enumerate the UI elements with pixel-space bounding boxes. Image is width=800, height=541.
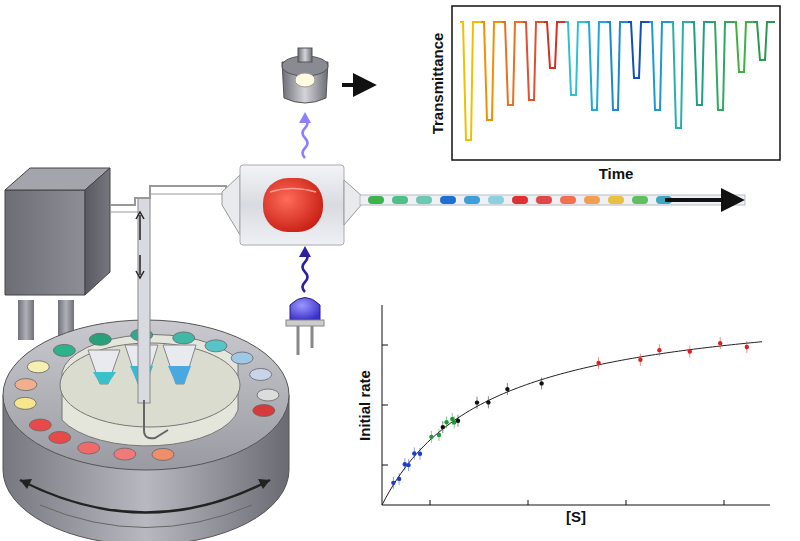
rate-plot-axes [382, 305, 770, 505]
axis-title-y: Initial rate [356, 370, 371, 441]
sample-vial [14, 397, 36, 409]
transmittance-trace [565, 22, 586, 95]
data-point [638, 358, 642, 362]
droplet [488, 196, 504, 204]
data-point [657, 348, 661, 352]
fit-curve [382, 342, 762, 505]
transmittance-trace [670, 22, 691, 128]
data-point [475, 400, 479, 404]
data-point [429, 435, 433, 439]
sampling-probe [110, 186, 232, 438]
sample-vial [231, 352, 253, 364]
transmittance-trace [733, 22, 754, 72]
data-point [406, 463, 410, 467]
sample-vial [53, 344, 75, 356]
data-point [486, 400, 490, 404]
sample-vial [78, 442, 100, 454]
sample-vial [253, 405, 275, 417]
transmittance-trace [523, 22, 544, 100]
data-point [437, 433, 441, 437]
transmittance-trace [586, 22, 607, 110]
droplet [608, 196, 624, 204]
sample-vial [15, 379, 37, 391]
transmittance-trace [544, 22, 565, 68]
data-point [539, 381, 543, 385]
droplet [416, 196, 432, 204]
transmittance-trace [607, 22, 628, 110]
transmittance-trace [691, 22, 712, 105]
data-point [444, 420, 448, 424]
sample-vial [114, 448, 136, 460]
droplet [560, 196, 576, 204]
axis-title-x: [S] [566, 509, 586, 524]
data-point [397, 477, 401, 481]
data-point [418, 452, 422, 456]
axis-title-x: Time [599, 166, 634, 181]
transmittance-trace [649, 22, 670, 110]
transmittance-trace [460, 22, 481, 140]
sample-vial [49, 431, 71, 443]
transmittance-trace [712, 22, 733, 110]
droplet [512, 196, 528, 204]
data-point [441, 425, 445, 429]
sample-vial [205, 340, 227, 352]
data-point [596, 361, 600, 365]
droplet [536, 196, 552, 204]
transmittance-trace [481, 22, 502, 120]
droplet [392, 196, 408, 204]
data-point [391, 481, 395, 485]
data-point [718, 341, 722, 345]
transmittance-trace [502, 22, 523, 105]
sample-vial [27, 361, 49, 373]
droplet [464, 196, 480, 204]
plot-frame [452, 6, 780, 160]
transmittance-trace [754, 22, 775, 60]
sample-vial [89, 333, 111, 345]
droplet [440, 196, 456, 204]
flow-arrow [665, 198, 740, 202]
sample-vial [257, 389, 279, 401]
transmittance-trace [628, 22, 649, 78]
sample-vial [152, 448, 174, 460]
data-point [745, 345, 749, 349]
pump-box [5, 168, 110, 340]
data-point [456, 419, 460, 423]
droplet [368, 196, 384, 204]
droplet [632, 196, 648, 204]
flow-cell [222, 165, 362, 245]
sample-vial [173, 332, 195, 344]
sample-vial [250, 368, 272, 380]
data-point [688, 349, 692, 353]
photodetector [282, 48, 372, 158]
sample-vial [29, 419, 51, 431]
droplet [584, 196, 600, 204]
data-point [403, 462, 407, 466]
droplet-tube [360, 195, 745, 205]
data-point [450, 417, 454, 421]
axis-title-y: Transmittance [431, 32, 446, 134]
data-point [505, 387, 509, 391]
data-point [412, 451, 416, 455]
led-source [286, 246, 324, 355]
